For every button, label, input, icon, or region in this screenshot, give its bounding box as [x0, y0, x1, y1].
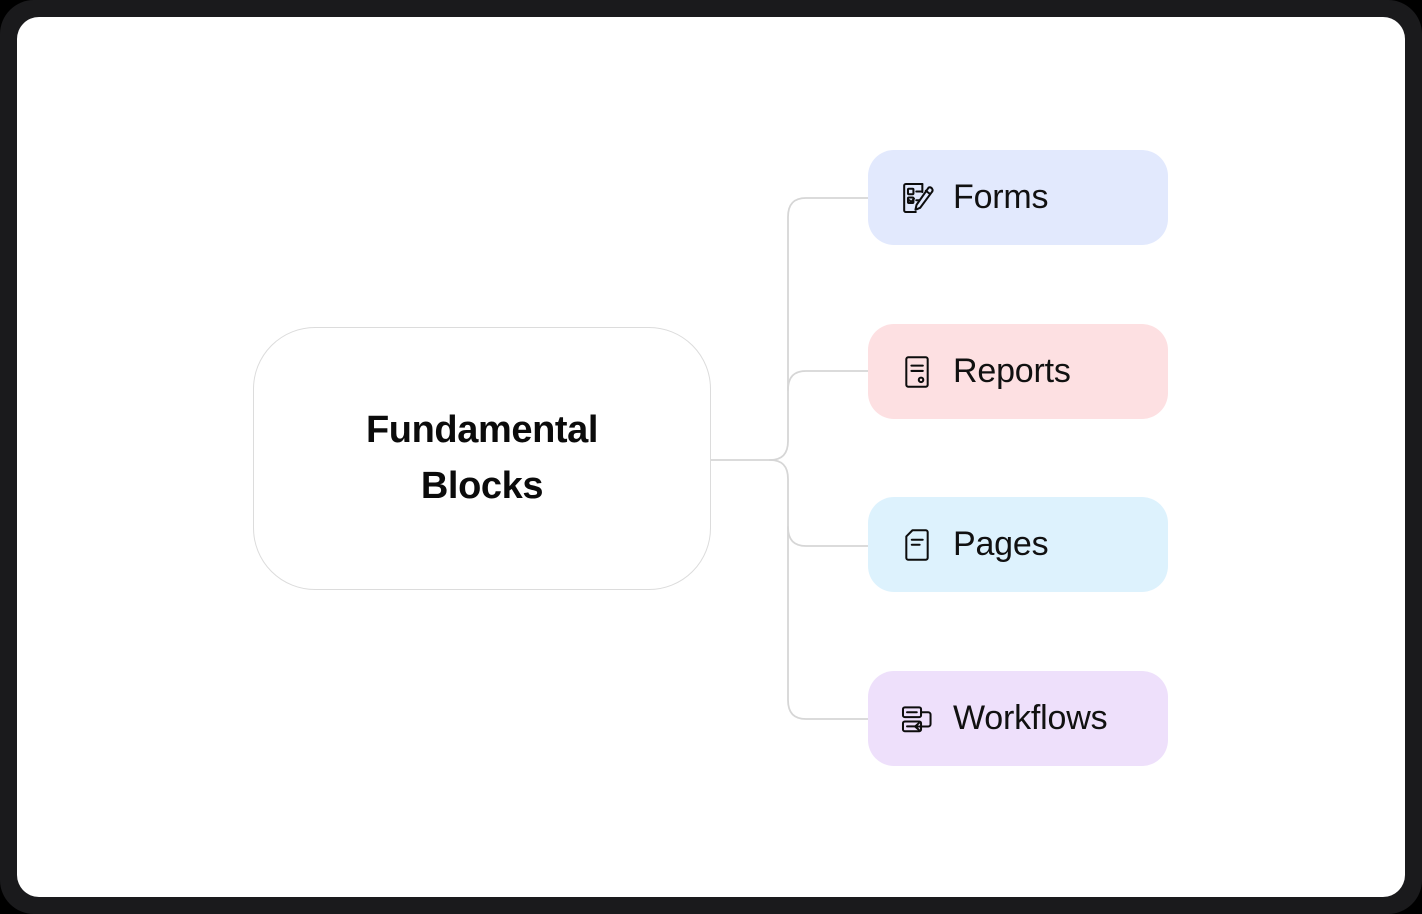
node-pages[interactable]: Pages: [868, 497, 1168, 592]
edge-to-pages: [787, 526, 869, 547]
node-forms-label: Forms: [953, 178, 1049, 216]
page-document-icon: [905, 528, 929, 561]
node-forms[interactable]: Forms: [868, 150, 1168, 245]
workflow-arrow-icon: [901, 705, 932, 732]
node-workflows[interactable]: Workflows: [868, 671, 1168, 766]
edge-to-reports: [787, 370, 869, 391]
form-pencil-icon: [903, 182, 934, 213]
edge-to-workflows: [769, 459, 869, 720]
node-reports[interactable]: Reports: [868, 324, 1168, 419]
report-document-icon: [905, 355, 929, 388]
node-workflows-label: Workflows: [953, 699, 1108, 737]
connector-edges: [710, 197, 869, 720]
node-pages-label: Pages: [953, 525, 1049, 563]
diagram-canvas[interactable]: Fundamental Blocks Forms: [17, 17, 1405, 897]
node-reports-label: Reports: [953, 352, 1071, 390]
edge-to-forms: [769, 197, 869, 461]
root-node[interactable]: Fundamental Blocks: [253, 327, 711, 590]
root-node-label: Fundamental Blocks: [365, 409, 599, 507]
